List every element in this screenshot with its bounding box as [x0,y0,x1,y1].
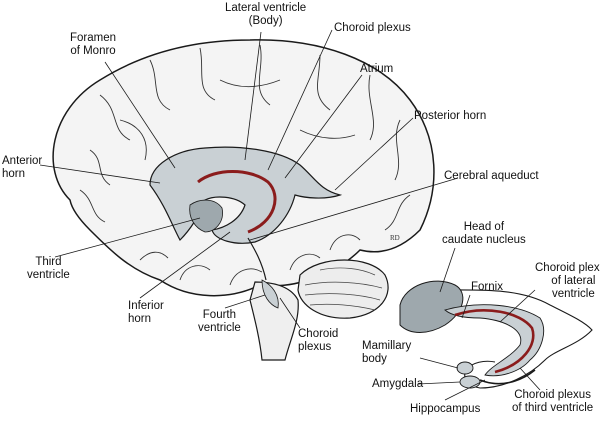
label-foramen-line2: of Monro [70,45,116,57]
label-mamillary-line2: body [362,353,387,365]
label-mamillary-line1: Mamillary [362,340,412,352]
inset-choroid-plexus [454,309,535,374]
choroid-plexus-lateral [197,170,277,234]
brainstem [249,281,299,361]
inset-lateral-ventricle [444,304,544,377]
label-choroid-plexus-lateral-ventricle: Choroid plexus of lateral ventricle [535,262,600,301]
label-head-of-caudate: Head of caudate nucleus [442,221,526,247]
label-foramen-of-monro: Foramen of Monro [70,32,116,58]
label-cp-lateral-line2: of lateral [551,275,596,287]
label-cerebral-aqueduct: Cerebral aqueduct [444,170,539,182]
label-fourth-ventricle-line1: Fourth [202,309,237,321]
label-inferior-horn-line2: horn [128,313,152,325]
label-choroid-plexus-third-ventricle: Choroid plexus of third ventricle [512,389,593,415]
label-anterior-horn-line1: Anterior [2,155,43,167]
hippocampus-shape [479,369,536,385]
label-third-ventricle-line2: ventricle [27,269,70,281]
cerebellum [297,259,389,319]
label-foramen-line1: Foramen [70,32,117,44]
label-mamillary-body: Mamillary body [362,340,411,366]
fourth-ventricle-shape [261,279,279,309]
label-lateral-ventricle-line1: Lateral ventricle [225,2,307,14]
label-anterior-horn-line2: horn [2,168,26,180]
label-cp-lateral-line3: ventricle [551,288,595,300]
label-head-caudate-line1: Head of [463,221,505,233]
third-ventricle [189,199,223,233]
label-choroid-plexus-bottom-line1: Choroid [298,328,339,340]
label-fourth-ventricle: Fourth ventricle [198,309,241,335]
label-lateral-ventricle: Lateral ventricle (Body) [225,2,306,28]
label-atrium: Atrium [360,63,394,75]
label-anterior-horn: Anterior horn [2,155,42,181]
leader-lines [39,29,459,329]
label-choroid-plexus-bottom: Choroid plexus [298,328,338,354]
caudate-head [399,280,464,333]
label-cp-third-line2: of third ventricle [512,402,594,414]
label-inferior-horn-line1: Inferior [128,300,164,312]
gyri-lines [79,44,411,286]
label-cp-lateral-line1: Choroid plexus [535,262,600,274]
label-fornix: Fornix [471,281,503,293]
label-hippocampus: Hippocampus [410,403,481,415]
cerebral-aqueduct-channel [247,237,267,281]
label-third-ventricle: Third ventricle [27,256,70,282]
label-posterior-horn: Posterior horn [414,110,487,122]
label-choroid-plexus-bottom-line2: plexus [298,341,332,353]
artist-signature: RD [390,234,400,242]
inset-leader-lines [417,247,541,401]
label-lateral-ventricle-line2: (Body) [248,15,283,27]
label-head-caudate-line2: caudate nucleus [442,234,526,246]
label-inferior-horn: Inferior horn [128,300,164,326]
cerebellum-folia [304,267,383,311]
label-fourth-ventricle-line2: ventricle [198,322,241,334]
label-third-ventricle-line1: Third [35,256,62,268]
label-choroid-plexus-top: Choroid plexus [334,22,411,34]
mamillary-body [456,361,474,375]
amygdala-shape [459,375,481,389]
label-amygdala: Amygdala [372,378,424,390]
label-cp-third-line1: Choroid plexus [514,389,591,401]
